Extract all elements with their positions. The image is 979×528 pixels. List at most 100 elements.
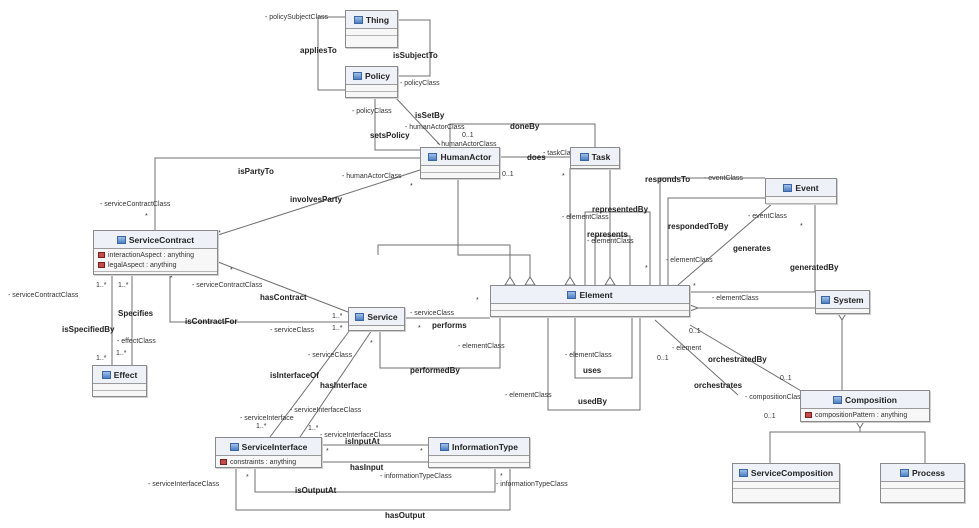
role-label: - serviceContractClass <box>192 282 263 289</box>
class-event[interactable]: Event <box>765 178 837 204</box>
multiplicity-label: 1..* <box>118 282 129 289</box>
assoc-is-set-by: isSetBy <box>415 111 445 120</box>
class-service-composition[interactable]: ServiceComposition <box>732 463 840 503</box>
multiplicity-label: * <box>800 223 803 230</box>
class-icon <box>567 290 577 299</box>
assoc-generated-by: generatedBy <box>790 263 839 272</box>
assoc-is-subject-to: isSubjectTo <box>393 51 438 60</box>
assoc-has-input: hasInput <box>350 463 384 472</box>
multiplicity-label: 0..1 <box>764 413 776 420</box>
multiplicity-label: * <box>420 448 423 455</box>
role-label: - humanActorClass <box>437 141 497 148</box>
class-name: InformationType <box>452 441 518 452</box>
role-label: - serviceInterface <box>240 415 294 422</box>
class-icon <box>783 183 793 192</box>
class-process[interactable]: Process <box>880 463 965 503</box>
class-composition[interactable]: Composition compositionPattern : anythin… <box>800 390 930 422</box>
role-label: - elementClass <box>666 257 713 264</box>
role-label: - serviceClass <box>270 327 314 334</box>
multiplicity-label: * <box>418 325 421 332</box>
attribute-icon <box>98 252 105 258</box>
assoc-has-interface: hasInterface <box>320 381 368 390</box>
assoc-done-by: doneBy <box>510 122 540 131</box>
class-icon <box>428 152 438 161</box>
multiplicity-label: 1..* <box>256 423 267 430</box>
multiplicity-label: * <box>246 474 249 481</box>
multiplicity-label: 1..* <box>96 355 107 362</box>
class-system[interactable]: System <box>815 290 870 314</box>
class-name: Thing <box>365 14 390 25</box>
class-information-type[interactable]: InformationType <box>428 437 530 468</box>
assoc-specifies: Specifies <box>118 309 154 318</box>
assoc-responds-to: respondsTo <box>645 175 690 184</box>
class-attribute: legalAspect : anything <box>108 261 177 269</box>
role-label: - serviceClass <box>410 310 454 317</box>
class-policy[interactable]: Policy <box>345 66 398 98</box>
class-element[interactable]: Element <box>490 285 690 317</box>
role-label: - serviceContractClass <box>8 292 79 299</box>
assoc-is-interface-of: isInterfaceOf <box>270 371 319 380</box>
class-thing[interactable]: Thing <box>345 10 398 48</box>
multiplicity-label: * <box>230 267 233 274</box>
role-label: - elementClass <box>505 392 552 399</box>
assoc-has-output: hasOutput <box>385 511 425 520</box>
class-effect[interactable]: Effect <box>92 365 147 397</box>
assoc-used-by: usedBy <box>578 397 607 406</box>
class-icon <box>833 395 843 404</box>
class-icon <box>579 152 589 161</box>
class-name: Process <box>911 467 946 478</box>
assoc-is-party-to: isPartyTo <box>238 167 274 176</box>
assoc-does: does <box>527 153 546 162</box>
multiplicity-label: 1..* <box>308 425 319 432</box>
assoc-involves-party: involvesParty <box>290 195 343 204</box>
role-label: - elementClass <box>587 238 634 245</box>
class-icon <box>101 370 111 379</box>
assoc-applies-to: appliesTo <box>300 46 337 55</box>
class-name: System <box>833 294 864 305</box>
attribute-icon <box>805 412 812 418</box>
multiplicity-label: 0..1 <box>657 355 669 362</box>
class-icon <box>352 71 362 80</box>
assoc-is-output-at: isOutputAt <box>295 486 337 495</box>
role-label: - serviceInterfaceClass <box>148 481 220 488</box>
assoc-is-contract-for: isContractFor <box>185 317 237 326</box>
class-service-interface[interactable]: ServiceInterface constraints : anything <box>215 437 322 468</box>
class-name: Task <box>591 151 611 162</box>
class-icon <box>899 468 909 477</box>
role-label: - humanActorClass <box>342 173 402 180</box>
class-name: Event <box>795 182 819 193</box>
role-label: - eventClass <box>704 175 743 182</box>
assoc-responded-to-by: respondedToBy <box>668 222 729 231</box>
class-name: ServiceComposition <box>750 467 834 478</box>
role-label: - elementClass <box>712 295 759 302</box>
class-human-actor[interactable]: HumanActor <box>420 147 500 179</box>
assoc-orchestrates: orchestrates <box>694 381 743 390</box>
assoc-has-contract: hasContract <box>260 293 307 302</box>
class-icon <box>440 442 450 451</box>
role-label: - serviceInterfaceClass <box>320 432 392 439</box>
multiplicity-label: 0..1 <box>462 132 474 139</box>
class-task[interactable]: Task <box>570 147 620 169</box>
role-label: - policyClass <box>400 80 440 87</box>
class-attribute: constraints : anything <box>230 458 297 466</box>
assoc-performs: performs <box>432 321 467 330</box>
class-name: Policy <box>364 70 391 81</box>
assoc-performed-by: performedBy <box>410 366 460 375</box>
multiplicity-label: 0..1 <box>689 328 701 335</box>
multiplicity-label: * <box>410 183 413 190</box>
class-service-contract[interactable]: ServiceContract interactionAspect : anyt… <box>93 230 218 275</box>
multiplicity-label: 1..* <box>332 313 343 320</box>
role-label: - compositionClass <box>745 394 805 401</box>
role-label: - taskClass <box>543 150 578 157</box>
class-service[interactable]: Service <box>348 307 405 331</box>
assoc-generates: generates <box>733 244 771 253</box>
multiplicity-label: * <box>326 448 329 455</box>
class-icon <box>355 312 365 321</box>
role-label: - policyClass <box>352 108 392 115</box>
class-icon <box>821 295 831 304</box>
class-attribute: interactionAspect : anything <box>108 251 194 259</box>
multiplicity-label: 1..* <box>332 325 343 332</box>
multiplicity-label: * <box>645 265 648 272</box>
role-label: - eventClass <box>748 213 787 220</box>
